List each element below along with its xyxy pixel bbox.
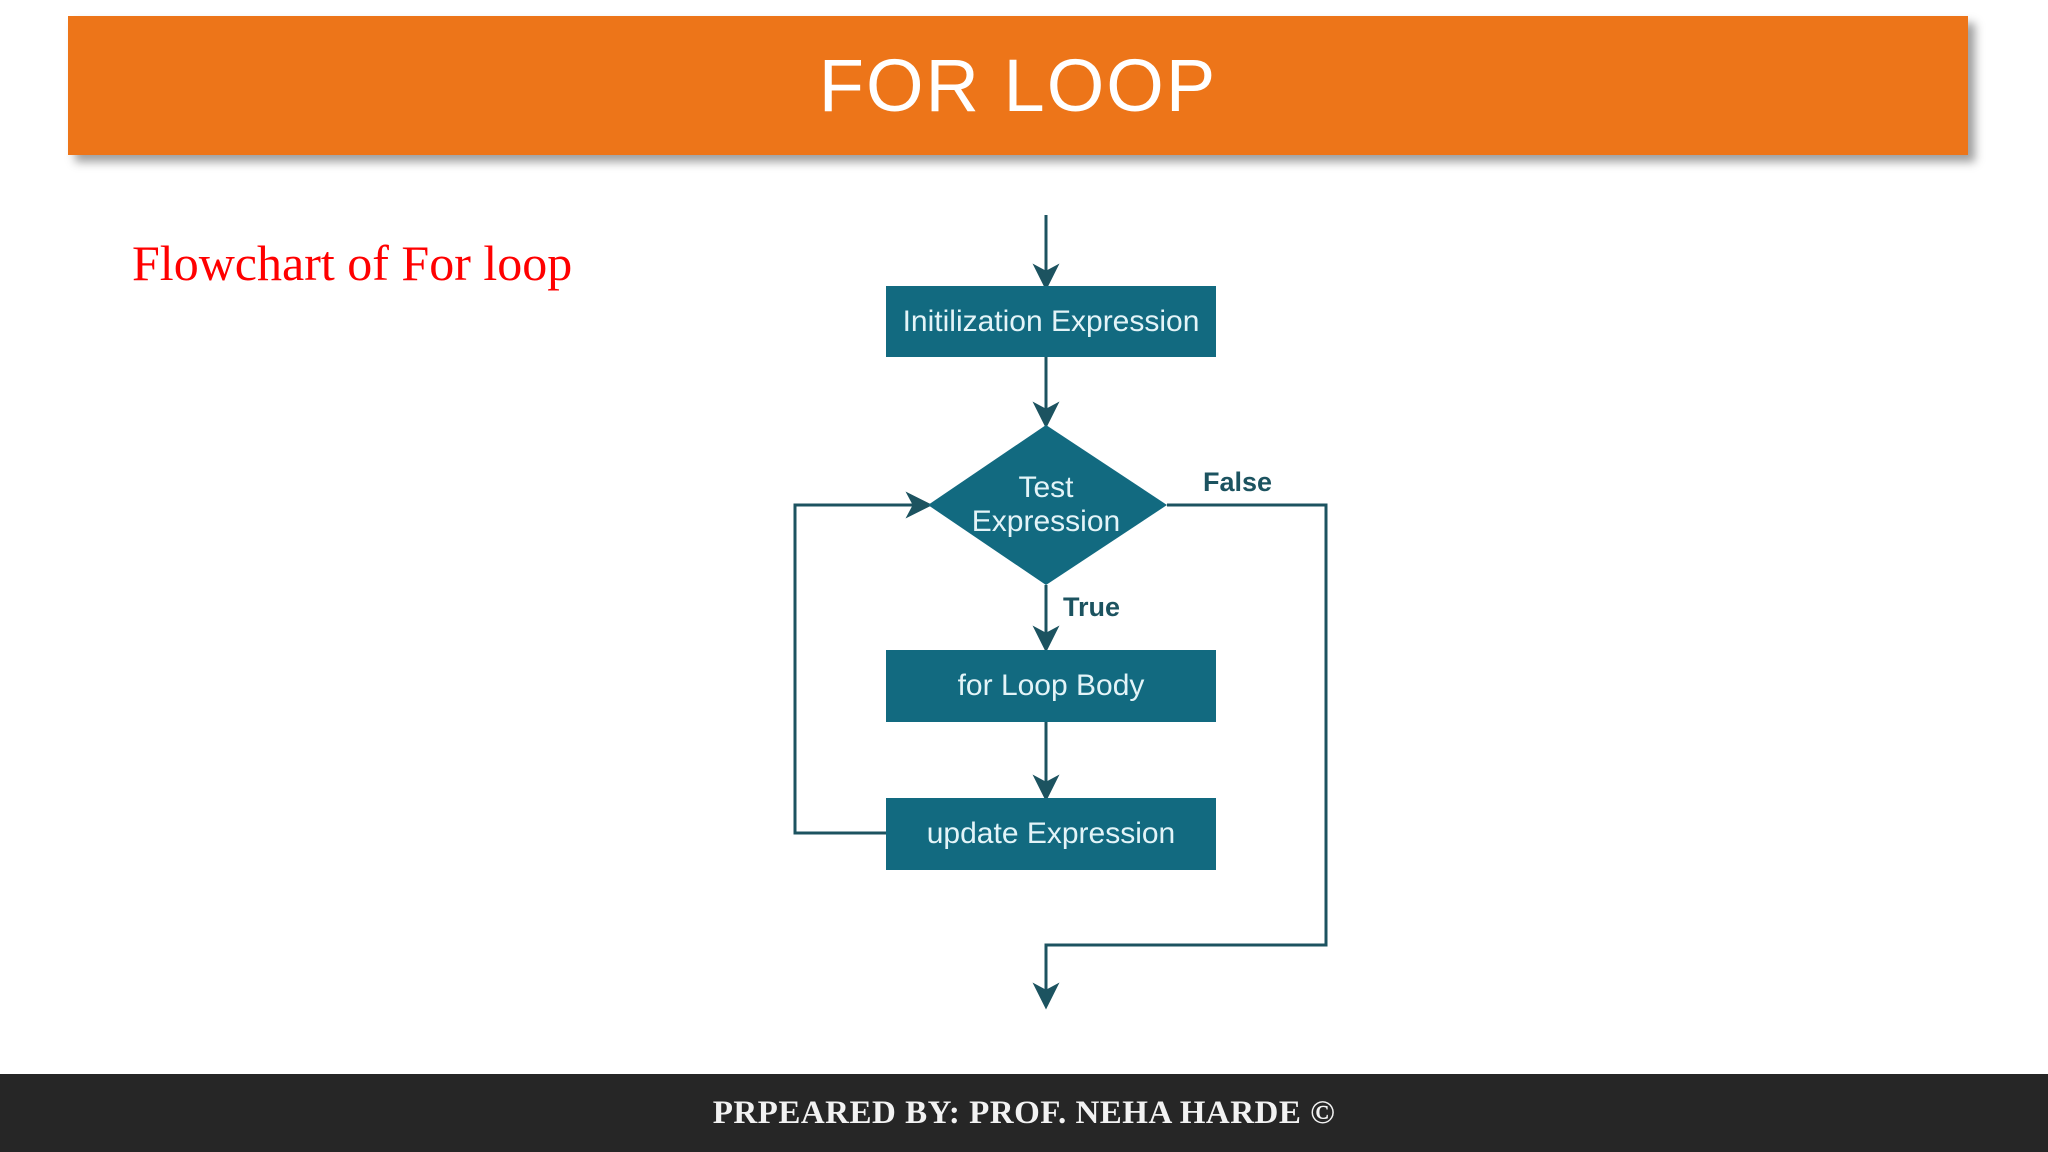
node-label-for-loop-body: for Loop Body [957,669,1145,703]
node-label-initialization-expression: Initilization Expression [902,304,1200,338]
node-label-test-expression-line2: Expression [971,505,1121,538]
footer-bar: PRPEARED BY: PROF. NEHA HARDE © [0,1074,2048,1152]
node-update-expression [886,798,1216,870]
flowchart-diagram: Initilization Expression Test Expression… [793,215,1328,1010]
flowchart-svg [793,215,1328,1010]
footer-credit-text: PRPEARED BY: PROF. NEHA HARDE © [712,1094,1336,1131]
edge-label-false: False [1203,467,1273,497]
node-label-test-expression-line1: Test [1018,471,1074,505]
node-initialization-expression [886,286,1216,357]
connector-false-exit [1032,503,1328,1010]
node-label-update-expression: update Expression [926,817,1176,851]
node-label-test-expression: Test Expression [946,441,1146,569]
node-test-expression [928,425,1167,585]
subtitle-label: Flowchart of For loop [132,235,573,291]
node-for-loop-body [886,650,1216,722]
title-banner: FOR LOOP [68,16,1968,155]
connector-loopback-update-to-test [793,491,933,835]
edge-label-true: True [1063,592,1121,622]
page-title: FOR LOOP [818,43,1218,127]
